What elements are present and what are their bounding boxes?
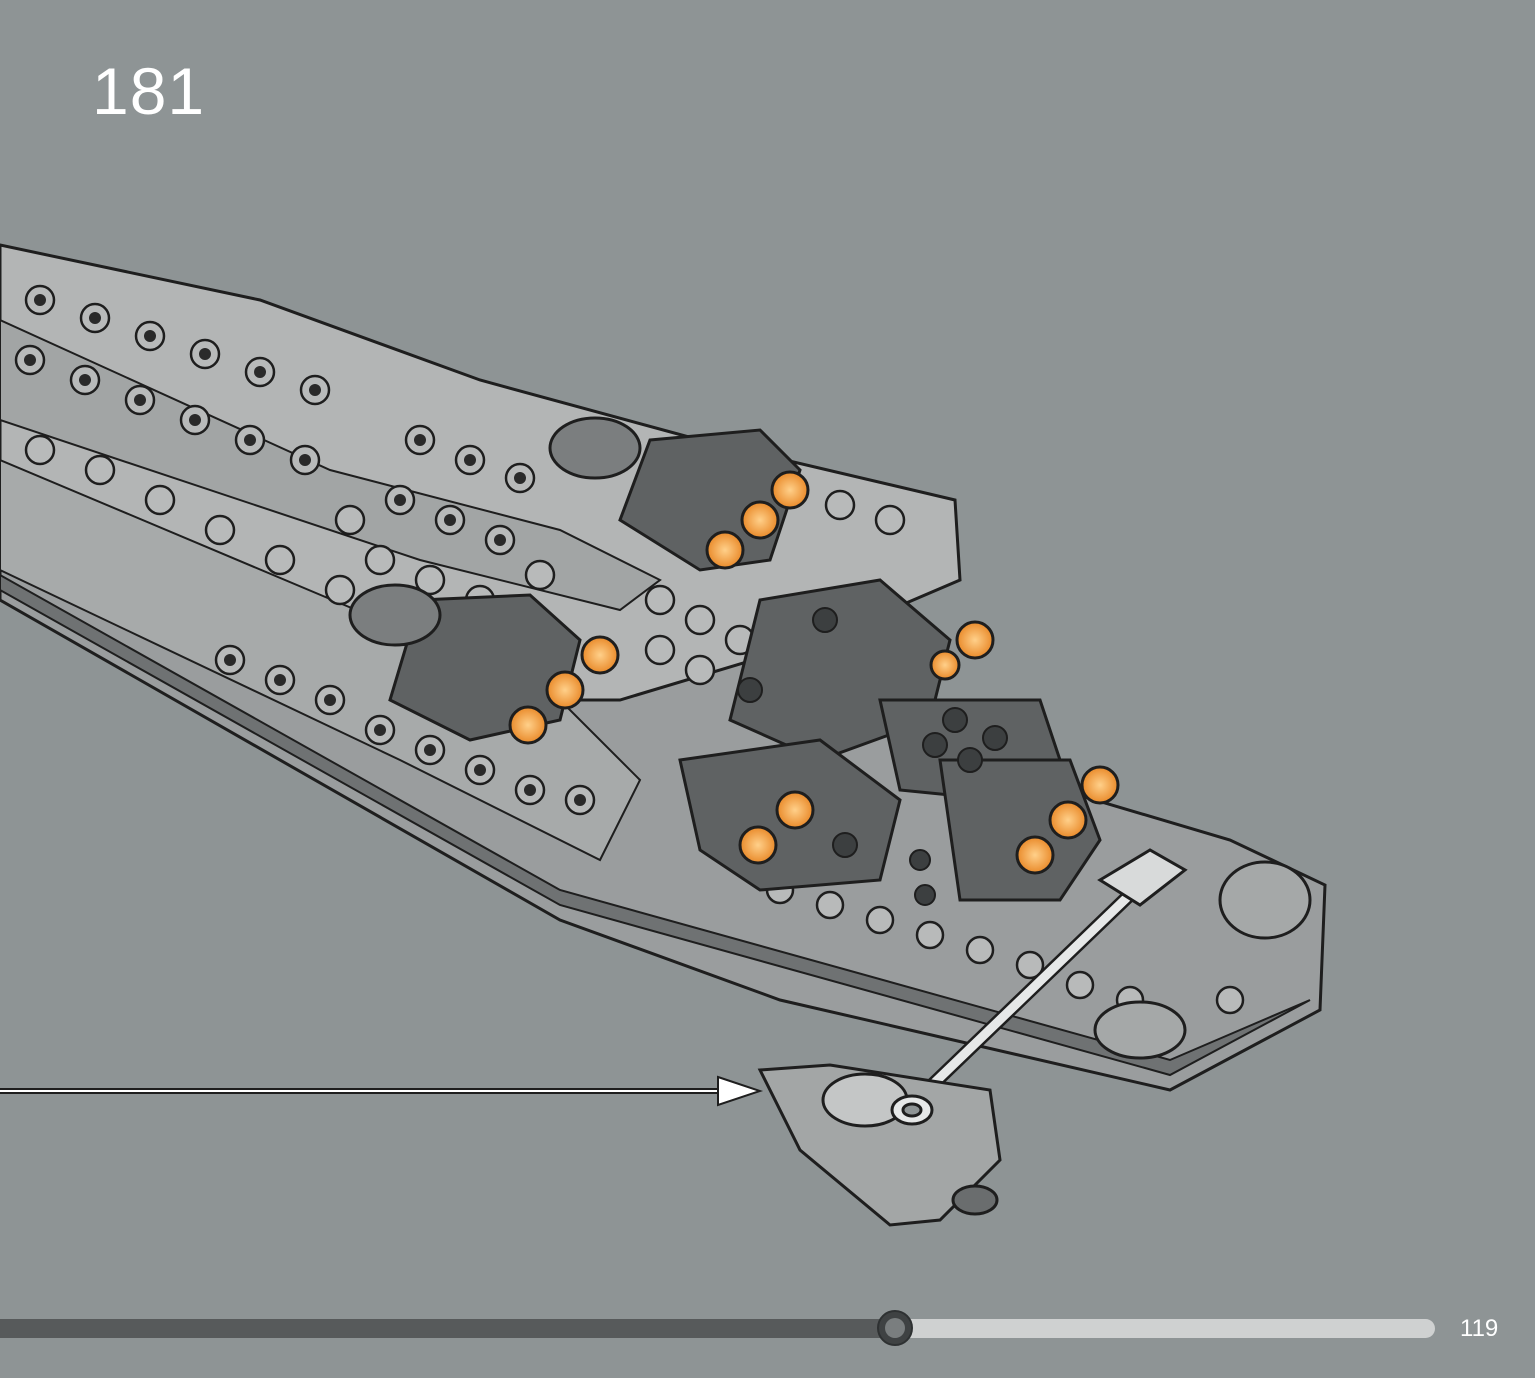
engine-glows [508, 470, 1120, 875]
step-number: 181 [92, 54, 206, 128]
progress-track [0, 1319, 1435, 1338]
round-tiles [348, 416, 1312, 1060]
dark-studs [737, 607, 1008, 906]
build-illustration [0, 243, 1327, 1227]
arrow-right-icon [0, 1075, 764, 1107]
progress-fill [0, 1319, 895, 1338]
sub-assembly [757, 1063, 1002, 1227]
hull-stud-holes [24, 294, 586, 806]
progress-handle[interactable] [877, 1310, 913, 1346]
page-number: 119 [1460, 1315, 1499, 1342]
